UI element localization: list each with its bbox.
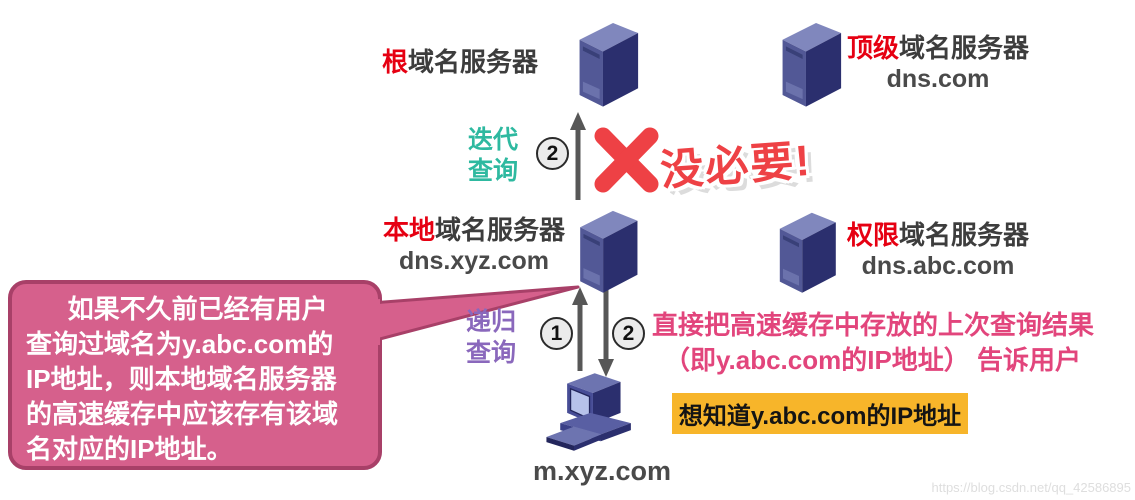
bubble-line: 的高速缓存中应该存有该域 [26,399,339,429]
tld-server-label: 顶级域名服务器 [838,33,1038,63]
recursive-query-line2: 查询 [466,339,517,367]
tld-server-label-accent: 顶级 [846,33,899,63]
recursive-step1-badge: 1 [540,317,573,350]
user-request-box: 想知道y.abc.com的IP地址 [672,393,968,434]
recursive-query-line1: 递归 [466,308,517,336]
cache-answer-text: 直接把高速缓存中存放的上次查询结果 （即y.abc.com的IP地址） 告诉用户 [652,308,1094,378]
bubble-line: 名对应的IP地址。 [26,434,233,464]
arrow-iterative-up-icon [570,112,586,200]
iterative-query-line1: 迭代 [468,126,519,154]
root-server-icon [579,23,639,107]
arrow-recursive-up-icon [572,287,588,371]
iterative-query-line2: 查询 [468,157,519,185]
iterative-step-badge: 2 [536,137,569,170]
cache-answer-line1: 直接把高速缓存中存放的上次查询结果 [652,310,1095,340]
cache-note-bubble: 如果不久前已经有用户 查询过域名为y.abc.com的 IP地址，则本地域名服务… [8,280,382,470]
client-computer-icon [546,373,631,451]
not-necessary-text: 没必要! [658,136,814,196]
tld-server-icon [782,23,842,107]
auth-server-label-group: 权限域名服务器 dns.abc.com [838,220,1038,281]
tld-server-domain: dns.com [886,65,990,93]
recursive-step2-badge: 2 [612,317,645,350]
auth-server-label-accent: 权限 [846,220,899,250]
root-server-label-accent: 根 [381,47,408,77]
bubble-line: 如果不久前已经有用户 [67,294,328,324]
root-server-label-rest: 域名服务器 [407,47,538,77]
bubble-line: 查询过域名为y.abc.com的 [26,329,334,359]
cross-icon [594,127,659,193]
tld-server-label-group: 顶级域名服务器 dns.com [838,33,1038,94]
local-server-label-rest: 域名服务器 [435,215,566,245]
bubble-line: IP地址，则本地域名服务器 [26,364,337,394]
local-server-label: 本地域名服务器 [383,215,565,245]
local-server-domain: dns.xyz.com [398,247,550,275]
watermark-text: https://blog.csdn.net/qq_42586895 [931,480,1132,495]
auth-server-icon [779,212,836,293]
auth-server-label-rest: 域名服务器 [899,220,1030,250]
auth-server-domain: dns.abc.com [861,252,1015,280]
root-server-label: 根域名服务器 [378,47,538,77]
client-domain-label: m.xyz.com [532,456,672,486]
iterative-query-label: 迭代 查询 [468,125,518,187]
local-server-icon [580,210,638,293]
local-server-label-group: 本地域名服务器 dns.xyz.com [383,215,565,276]
recursive-query-label: 递归 查询 [466,307,516,369]
cache-answer-line2: （即y.abc.com的IP地址） 告诉用户 [664,345,1082,375]
tld-server-label-rest: 域名服务器 [899,33,1030,63]
local-server-label-accent: 本地 [383,215,436,245]
auth-server-label: 权限域名服务器 [838,220,1038,250]
